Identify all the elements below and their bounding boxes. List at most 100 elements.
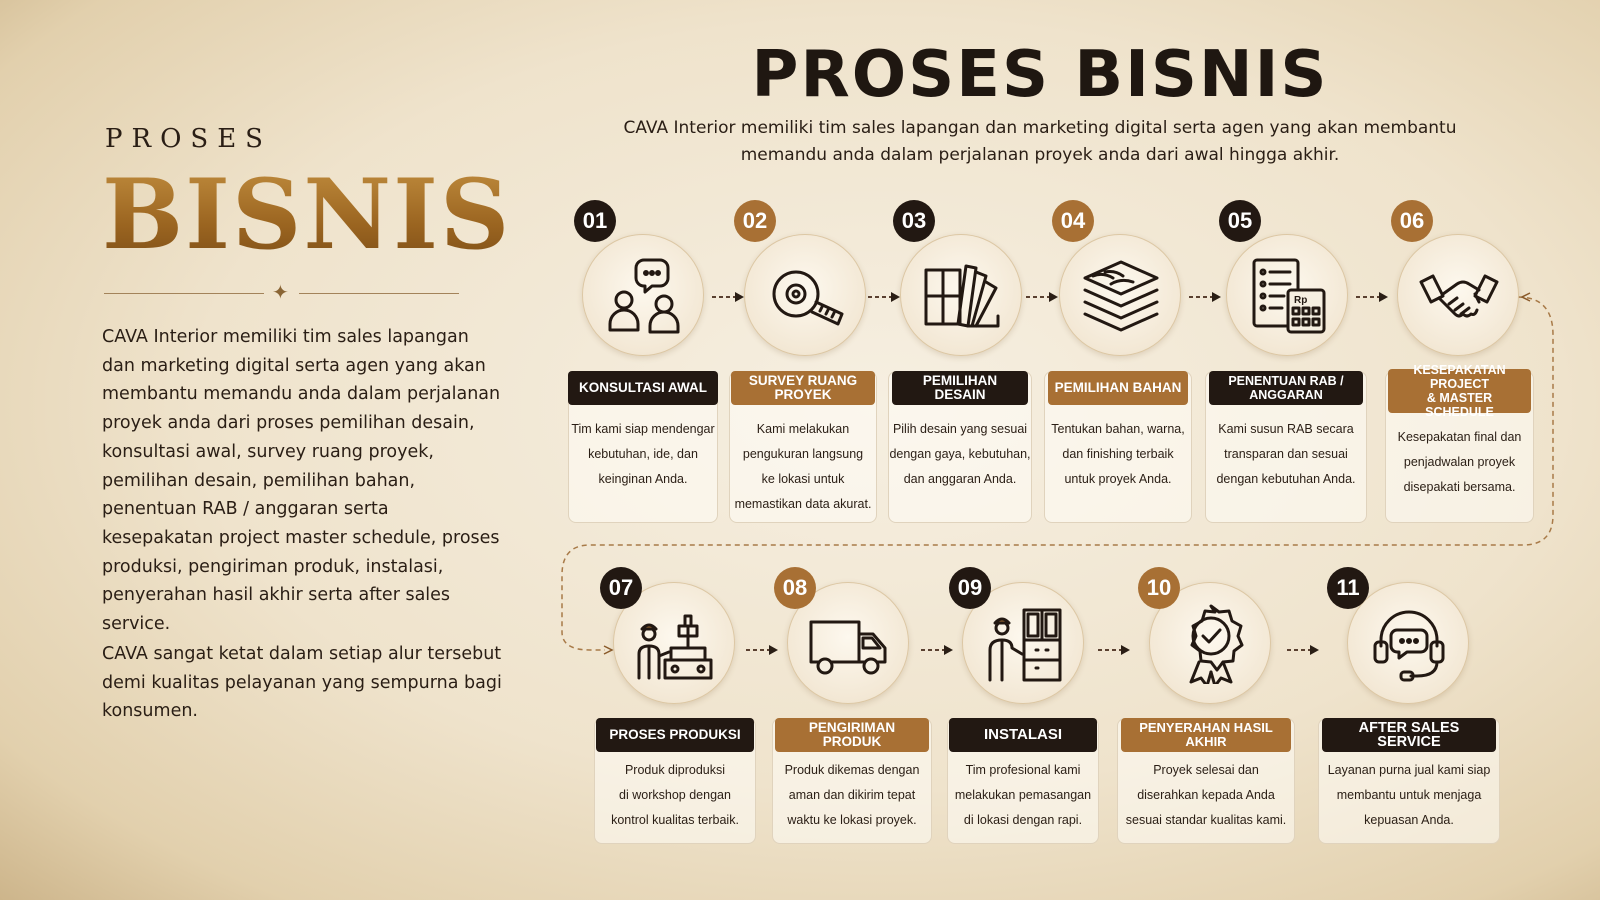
measuring-tape-icon xyxy=(772,270,844,326)
step-number-badge: 07 xyxy=(600,567,642,609)
left-panel: PROSES BISNIS ✦ CAVA Interior memiliki t… xyxy=(0,0,520,900)
step-title-line: & MASTER SCHEDULE xyxy=(1425,391,1494,419)
step-title: PENENTUAN RAB / ANGGARAN xyxy=(1209,371,1363,405)
step-icon-circle xyxy=(1347,582,1469,704)
arrow-right-icon xyxy=(712,292,744,302)
desc-line: di workshop dengan xyxy=(619,788,731,802)
step-number-badge: 11 xyxy=(1327,567,1369,609)
budget-calculator-icon: Rp xyxy=(1252,258,1326,334)
desc-line: Kami melakukan xyxy=(756,422,850,436)
desc-line: untuk proyek Anda. xyxy=(1064,472,1172,486)
step-description: Kami melakukan pengukuran langsung ke lo… xyxy=(729,417,877,517)
desc-line: penjadwalan proyek xyxy=(1403,455,1516,469)
arrow-right-icon xyxy=(921,645,953,655)
arrow-right-icon xyxy=(1356,292,1388,302)
step-title: PENGIRIMAN PRODUK xyxy=(775,718,929,752)
step-icon-circle: Rp xyxy=(1226,234,1348,356)
step-description: Kesepakatan final dan penjadwalan proyek… xyxy=(1385,425,1534,500)
arrow-right-icon xyxy=(1026,292,1058,302)
step-number-badge: 10 xyxy=(1138,567,1180,609)
arrow-right-icon xyxy=(1189,292,1221,302)
desc-line: aman dan dikirim tepat xyxy=(788,788,916,802)
subtitle-line-2: memandu anda dalam perjalanan proyek and… xyxy=(740,145,1340,165)
step-title: PEMILIHAN DESAIN xyxy=(892,371,1028,405)
intro-paragraph: CAVA Interior memiliki tim sales lapanga… xyxy=(102,327,501,635)
calculator-label: Rp xyxy=(1294,295,1307,306)
step-description: Layanan purna jual kami siap membantu un… xyxy=(1318,758,1500,833)
desc-line: Tim profesional kami xyxy=(965,763,1081,777)
arrow-right-icon xyxy=(746,645,778,655)
desc-line: Kami susun RAB secara xyxy=(1218,422,1354,436)
desc-line: membantu untuk menjaga xyxy=(1336,788,1482,802)
step-title: KESEPAKATAN PROJECT & MASTER SCHEDULE xyxy=(1388,363,1531,419)
step-number-badge: 03 xyxy=(893,200,935,242)
desc-line: Tentukan bahan, warna, xyxy=(1051,422,1185,436)
step-number-badge: 04 xyxy=(1052,200,1094,242)
step-icon-circle xyxy=(900,234,1022,356)
material-layers-icon xyxy=(1083,260,1159,332)
step-description: Kami susun RAB secara transparan dan ses… xyxy=(1205,417,1367,492)
step-title: PEMILIHAN BAHAN xyxy=(1048,371,1188,405)
step-icon-circle xyxy=(1397,234,1519,356)
production-worker-icon xyxy=(637,614,713,680)
desc-line: waktu ke lokasi proyek. xyxy=(787,813,917,827)
desc-line: Tim kami siap mendengar xyxy=(571,422,715,436)
step-description: Tim kami siap mendengar kebutuhan, ide, … xyxy=(568,417,718,492)
desc-line: melakukan pemasangan xyxy=(954,788,1092,802)
step-title: SURVEY RUANG PROYEK xyxy=(731,371,875,405)
step-number-badge: 08 xyxy=(774,567,816,609)
arrow-right-icon xyxy=(1287,645,1319,655)
design-swatch-icon xyxy=(924,264,1000,328)
desc-line: pengukuran langsung xyxy=(742,447,864,461)
desc-line: memastikan data akurat. xyxy=(734,497,872,511)
desc-line: sesuai standar kualitas kami. xyxy=(1125,813,1287,827)
quality-paragraph: CAVA sangat ketat dalam setiap alur ters… xyxy=(102,644,502,722)
headset-support-icon xyxy=(1373,610,1445,682)
desc-line: dan finishing terbaik xyxy=(1062,447,1174,461)
step-description: Proyek selesai dan diserahkan kepada And… xyxy=(1117,758,1295,833)
step-number-badge: 01 xyxy=(574,200,616,242)
desc-line: Layanan purna jual kami siap xyxy=(1327,763,1491,777)
desc-line: diserahkan kepada Anda xyxy=(1137,788,1275,802)
desc-line: Produk dikemas dengan xyxy=(784,763,920,777)
step-description: Produk dikemas dengan aman dan dikirim t… xyxy=(772,758,932,833)
quality-badge-icon xyxy=(1189,604,1244,684)
step-icon-circle xyxy=(1059,234,1181,356)
page-title: PROSES BISNIS xyxy=(751,38,1329,112)
left-kicker: PROSES xyxy=(105,124,272,154)
consultation-icon xyxy=(608,258,680,334)
desc-line: Proyek selesai dan xyxy=(1153,763,1259,777)
desc-line: kontrol kualitas terbaik. xyxy=(611,813,739,827)
step-description: Pilih desain yang sesuai dengan gaya, ke… xyxy=(888,417,1032,492)
installation-worker-icon xyxy=(988,608,1062,682)
arrow-right-icon xyxy=(868,292,900,302)
step-title: AFTER SALES SERVICE xyxy=(1322,718,1496,752)
delivery-truck-icon xyxy=(809,620,887,675)
desc-line: kepuasan Anda. xyxy=(1364,813,1454,827)
desc-line: Produk diproduksi xyxy=(624,763,726,777)
step-description: Tim profesional kami melakukan pemasanga… xyxy=(947,758,1099,833)
desc-line: kebutuhan, ide, dan xyxy=(588,447,698,461)
desc-line: Pilih desain yang sesuai xyxy=(892,422,1028,436)
step-title: PROSES PRODUKSI xyxy=(596,718,754,752)
step-title: KONSULTASI AWAL xyxy=(568,371,718,405)
step-description: Produk diproduksi di workshop dengan kon… xyxy=(594,758,756,833)
step-icon-circle xyxy=(582,234,704,356)
desc-line: dengan kebutuhan Anda. xyxy=(1216,472,1356,486)
left-title: BISNIS xyxy=(102,158,512,271)
step-number-badge: 02 xyxy=(734,200,776,242)
step-title: PENYERAHAN HASIL AKHIR xyxy=(1121,718,1291,752)
step-title: INSTALASI xyxy=(949,718,1097,752)
desc-line: Kesepakatan final dan xyxy=(1397,430,1522,444)
desc-line: di lokasi dengan rapi. xyxy=(963,813,1083,827)
page-subtitle: CAVA Interior memiliki tim sales lapanga… xyxy=(610,115,1470,169)
arrow-right-icon xyxy=(1098,645,1130,655)
divider-line-right xyxy=(299,293,459,294)
desc-line: disepakati bersama. xyxy=(1403,480,1516,494)
step-icon-circle xyxy=(744,234,866,356)
desc-line: ke lokasi untuk xyxy=(761,472,845,486)
ornament-divider: ✦ xyxy=(104,280,459,304)
step-description: Tentukan bahan, warna, dan finishing ter… xyxy=(1044,417,1192,492)
step-number-badge: 09 xyxy=(949,567,991,609)
desc-line: dengan gaya, kebutuhan, xyxy=(889,447,1031,461)
